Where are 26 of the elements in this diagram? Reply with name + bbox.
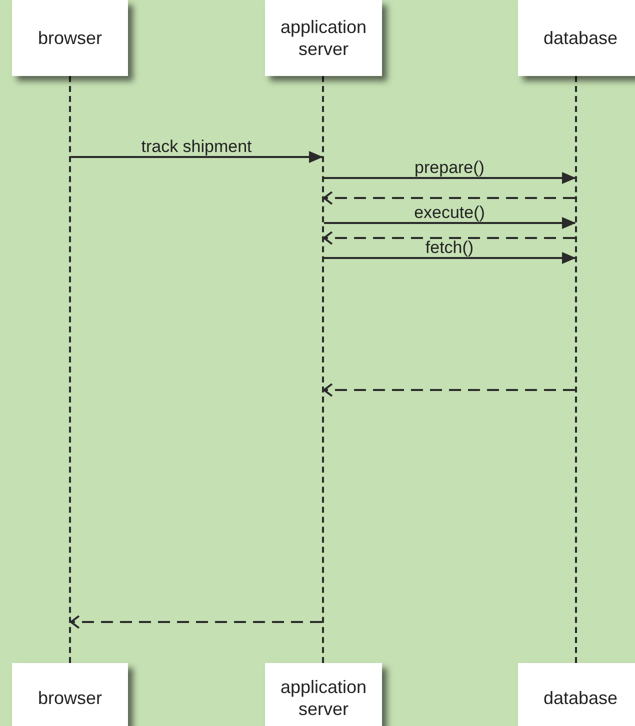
message-arrow — [324, 252, 576, 264]
message-arrow — [71, 151, 323, 163]
edge-label: execute() — [412, 204, 487, 221]
participant-name: application server — [279, 16, 368, 60]
participant-box — [265, 0, 382, 76]
return-arrow — [323, 383, 575, 397]
return-arrow — [70, 615, 322, 629]
participant-name: application server — [279, 676, 368, 720]
message-arrow — [324, 172, 576, 184]
participant-box — [12, 0, 128, 76]
participant-name: database — [543, 687, 618, 709]
edge-label: prepare() — [412, 159, 486, 176]
participant-name: browser — [38, 27, 102, 49]
edge-label: track shipment — [139, 138, 254, 155]
participant-box — [265, 663, 382, 726]
lifeline — [575, 76, 577, 663]
return-arrow — [323, 191, 575, 205]
participant-name: browser — [38, 687, 102, 709]
participant-name: database — [543, 27, 618, 49]
participant-box — [518, 663, 635, 726]
participant-box — [12, 663, 128, 726]
message-arrow — [324, 217, 576, 229]
participant-box — [518, 0, 635, 76]
return-arrow — [323, 231, 575, 245]
lifeline — [322, 76, 324, 663]
lifeline — [69, 76, 71, 663]
